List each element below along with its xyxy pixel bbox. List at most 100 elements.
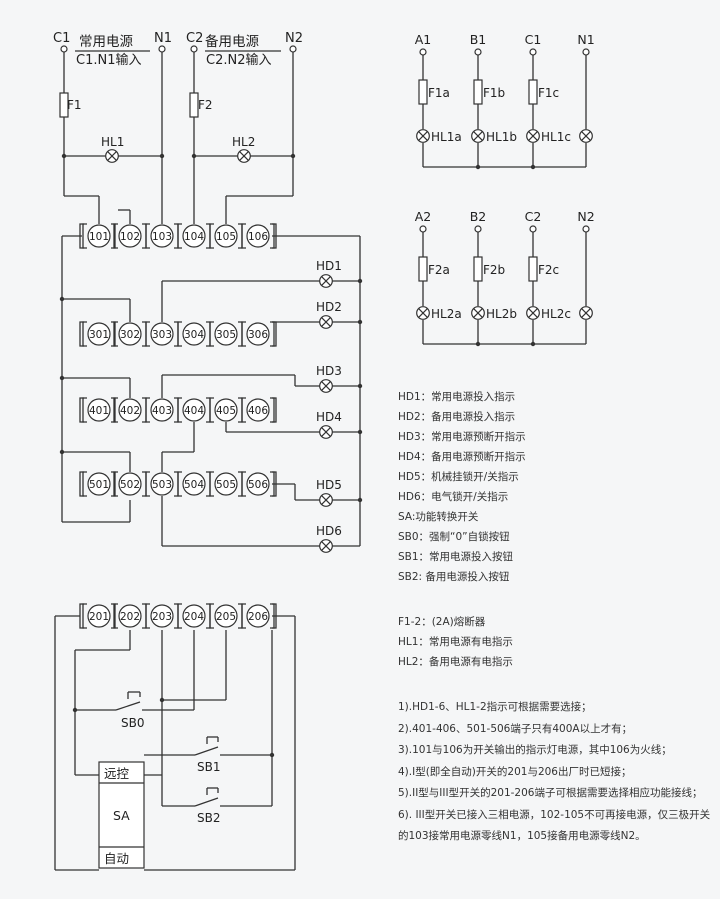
legend-item: HD4：备用电源预断开指示 <box>398 451 526 463</box>
indicator-wiring: HD1 HD2 HD3 HD4 HD5 <box>59 235 363 553</box>
lamp-label: HL2a <box>431 307 462 321</box>
legend-item: HD5：机械挂锁开/关指示 <box>398 471 519 483</box>
terminal-label: 302 <box>120 329 140 341</box>
terminal: 404 <box>177 397 211 423</box>
terminal-label: 105 <box>216 231 236 243</box>
phase-label: N1 <box>577 32 594 47</box>
terminal-label: 106 <box>248 231 268 243</box>
terminal-circle <box>87 398 111 422</box>
sa-label: SA <box>113 808 130 823</box>
terminal-circle <box>182 224 206 248</box>
lamp-label: HL2b <box>486 307 517 321</box>
terminal-label: 306 <box>248 329 268 341</box>
terminal-label: 203 <box>152 611 172 623</box>
hd3-label: HD3 <box>316 364 342 378</box>
legend-item: HD2：备用电源投入指示 <box>398 411 516 423</box>
terminal-circle <box>214 224 238 248</box>
c2-label: C2 <box>186 31 203 46</box>
terminal: 305 <box>209 321 243 347</box>
fuse-label: F2c <box>538 263 559 277</box>
sa-auto-label: 自动 <box>104 851 129 866</box>
notes-list: 1).HD1-6、HL1-2指示可根据需要选接； 2).401-406、501-… <box>398 697 713 848</box>
terminal-circle <box>214 398 238 422</box>
terminal: 302 <box>113 321 147 347</box>
terminal-label: 201 <box>89 611 109 623</box>
terminal: 502 <box>113 471 147 497</box>
phase-label: C1 <box>525 32 542 47</box>
terminal-circle <box>87 472 111 496</box>
terminal-label: 401 <box>89 405 109 417</box>
phase-terminal <box>419 48 427 56</box>
lamp-label: HL1c <box>541 130 571 144</box>
phase-label: N2 <box>577 209 594 224</box>
terminal-label: 505 <box>216 479 236 491</box>
terminal: 103 <box>145 223 179 249</box>
n2-label: N2 <box>285 31 303 46</box>
fuse <box>418 79 428 105</box>
terminal-label: 403 <box>152 405 172 417</box>
phase-label: A2 <box>415 209 432 224</box>
neutral-lamp-icon <box>579 306 593 320</box>
legend-item: HL1：常用电源有电指示 <box>398 636 513 648</box>
phase-terminal <box>474 48 482 56</box>
terminal: 403 <box>145 397 179 423</box>
terminal: 303 <box>145 321 179 347</box>
common-source-title: 常用电源 <box>79 34 133 50</box>
terminal-circle <box>87 224 111 248</box>
terminal-circle <box>182 472 206 496</box>
note-item: 2).401-406、501-506端子只有400A以上才有； <box>398 722 633 735</box>
sb0-label: SB0 <box>121 716 144 730</box>
legend-item: HL2：备用电源有电指示 <box>398 656 513 668</box>
terminal: 106 <box>241 223 275 249</box>
f2-label: F2 <box>198 98 213 112</box>
phase-terminal <box>582 48 590 56</box>
legend-list: HD1：常用电源投入指示 HD2：备用电源投入指示 HD3：常用电源预断开指示 … <box>398 387 526 587</box>
phase-terminal <box>474 225 482 233</box>
phase-lamp-icon <box>526 306 540 320</box>
terminal: 203 <box>145 603 179 629</box>
hd4-label: HD4 <box>316 410 342 424</box>
legend-item: SB0：强制“0”自锁按钮 <box>398 531 510 543</box>
phase-terminal <box>529 48 537 56</box>
note-item: 1).HD1-6、HL1-2指示可根据需要选接； <box>398 701 592 713</box>
backup-source-title: 备用电源 <box>205 33 259 50</box>
terminal: 401 <box>82 397 116 423</box>
terminal-label: 102 <box>120 231 140 243</box>
fuse-label: F1c <box>538 86 559 100</box>
fuse-label: F1b <box>483 86 505 100</box>
terminal-circle <box>150 472 174 496</box>
terminal: 202 <box>113 603 147 629</box>
terminal-label: 202 <box>120 611 140 623</box>
phase-label: A1 <box>415 32 432 47</box>
fuse <box>418 256 428 282</box>
c2-terminal <box>190 45 198 53</box>
terminal-circle <box>214 322 238 346</box>
note-item: 3).101与106为开关输出的指示灯电源，其中106为火线； <box>398 744 672 756</box>
neutral-lamp-icon <box>579 129 593 143</box>
fuse-label: F2a <box>428 263 450 277</box>
terminal: 101 <box>82 223 116 249</box>
terminal-circle <box>182 322 206 346</box>
terminal-label: 405 <box>216 405 236 417</box>
hd6-label: HD6 <box>316 524 342 538</box>
terminal-label: 104 <box>184 231 204 243</box>
terminal: 104 <box>177 223 211 249</box>
sb1-label: SB1 <box>197 760 220 774</box>
terminal: 506 <box>241 471 275 497</box>
n2-terminal <box>289 45 297 53</box>
terminal-label: 504 <box>184 479 204 491</box>
sa-remote-label: 远控 <box>104 766 130 781</box>
legend-item: F1-2：(2A)熔断器 <box>398 616 486 628</box>
phase-label: B2 <box>470 209 487 224</box>
legend-item: SB2: 备用电源投入按钮 <box>398 571 510 583</box>
terminal-circle <box>118 322 142 346</box>
terminal: 504 <box>177 471 211 497</box>
c1-label: C1 <box>53 31 70 46</box>
phase-lamp-icon <box>471 129 485 143</box>
legend-item: SB1：常用电源投入按钮 <box>398 551 514 563</box>
control-section: SB0 SB1 SB2 远控 SA 自动 <box>54 615 296 871</box>
terminal-label: 101 <box>89 231 109 243</box>
terminal-label: 305 <box>216 329 236 341</box>
